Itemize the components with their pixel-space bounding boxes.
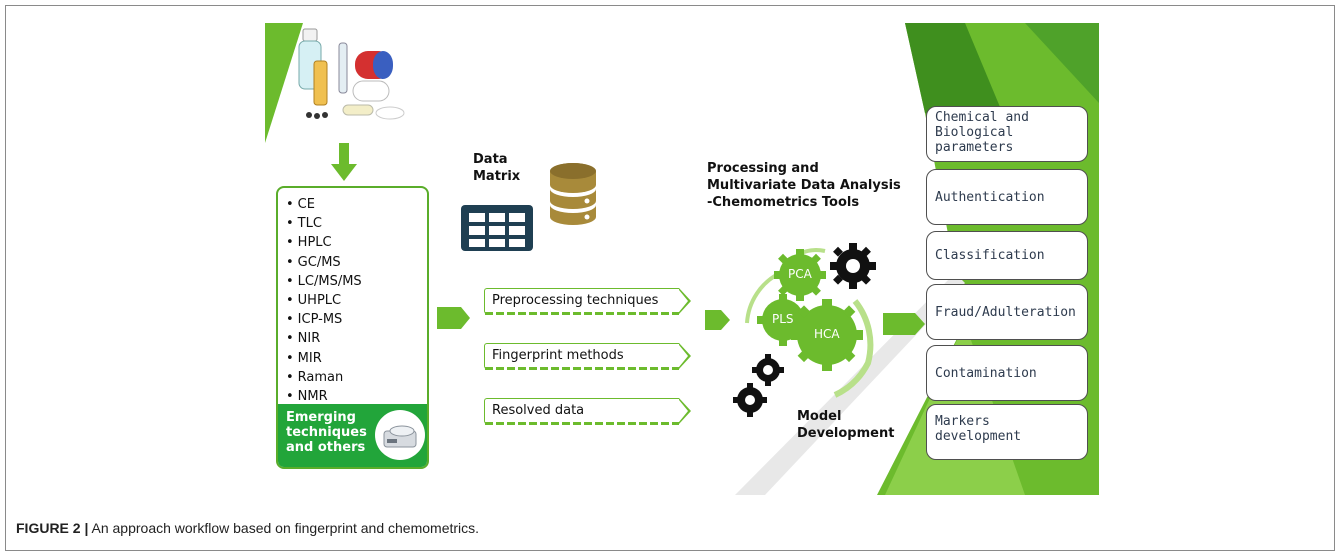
database-icon: [550, 163, 596, 225]
black-gear-large: [830, 243, 876, 289]
techniques-list: CE TLC HPLC GC/MS LC/MS/MS UHPLC ICP-MS …: [278, 188, 427, 406]
data-matrix-heading: Data Matrix: [473, 152, 521, 184]
emerging-techniques-panel: Emerging techniques and others: [278, 404, 427, 467]
technique-item: LC/MS/MS: [286, 272, 427, 291]
technique-item: ICP-MS: [286, 310, 427, 329]
result-contamination: Contamination: [926, 345, 1088, 401]
model-development-heading: Model Development: [797, 409, 895, 441]
method-label: Preprocessing techniques: [492, 293, 659, 308]
arrow-to-results: [883, 313, 925, 335]
technique-item: CE: [286, 195, 427, 214]
result-chemical-biological: Chemical and Biological parameters: [926, 106, 1088, 162]
instrument-icon: [375, 410, 425, 460]
arrow-to-methods: [437, 307, 470, 329]
result-label: Classification: [935, 248, 1045, 263]
technique-item: TLC: [286, 214, 427, 233]
left-green-triangle: [265, 23, 303, 143]
result-authentication: Authentication: [926, 169, 1088, 225]
result-label: Contamination: [935, 366, 1037, 381]
method-label: Resolved data: [492, 403, 585, 418]
figure-frame: [5, 5, 1335, 551]
black-gear-small-bottom: [733, 383, 767, 417]
processing-heading: Processing and Multivariate Data Analysi…: [707, 161, 901, 210]
down-arrow: [331, 143, 357, 181]
result-markers-development: Markers development: [926, 404, 1088, 460]
result-classification: Classification: [926, 231, 1088, 280]
medicines-icon: [298, 28, 405, 120]
technique-item: NIR: [286, 329, 427, 348]
grid-icon: [461, 205, 533, 251]
technique-item: Raman: [286, 368, 427, 387]
result-label: Authentication: [935, 190, 1045, 205]
result-label: Fraud/Adulteration: [935, 305, 1076, 320]
gear-pca-label: PCA: [788, 267, 812, 281]
arrow-to-gears: [705, 310, 730, 330]
emerging-techniques-label: Emerging techniques and others: [286, 410, 367, 455]
method-preprocessing: Preprocessing techniques: [484, 287, 691, 315]
method-resolved-data: Resolved data: [484, 397, 691, 425]
caption-label: FIGURE 2 |: [16, 520, 89, 536]
result-label: Markers development: [935, 414, 1022, 444]
result-fraud-adulteration: Fraud/Adulteration: [926, 284, 1088, 340]
figure-caption: FIGURE 2 | An approach workflow based on…: [16, 520, 479, 536]
black-gear-small-top: [752, 354, 784, 386]
technique-item: NMR: [286, 387, 427, 406]
techniques-box: CE TLC HPLC GC/MS LC/MS/MS UHPLC ICP-MS …: [276, 186, 429, 469]
arc-right: [833, 299, 874, 398]
technique-item: MIR: [286, 349, 427, 368]
workflow-diagram: Data Matrix Processing and Multivariate …: [265, 23, 1099, 495]
method-fingerprint: Fingerprint methods: [484, 342, 691, 370]
technique-item: GC/MS: [286, 253, 427, 272]
result-label: Chemical and Biological parameters: [935, 110, 1029, 155]
technique-item: HPLC: [286, 233, 427, 252]
caption-text: An approach workflow based on fingerprin…: [88, 520, 480, 536]
gear-pls-label: PLS: [772, 312, 794, 326]
technique-item: UHPLC: [286, 291, 427, 310]
right-top-shard: [1025, 23, 1099, 103]
method-label: Fingerprint methods: [492, 348, 624, 363]
gear-pca: [774, 249, 826, 301]
gear-hca-label: HCA: [814, 327, 840, 341]
